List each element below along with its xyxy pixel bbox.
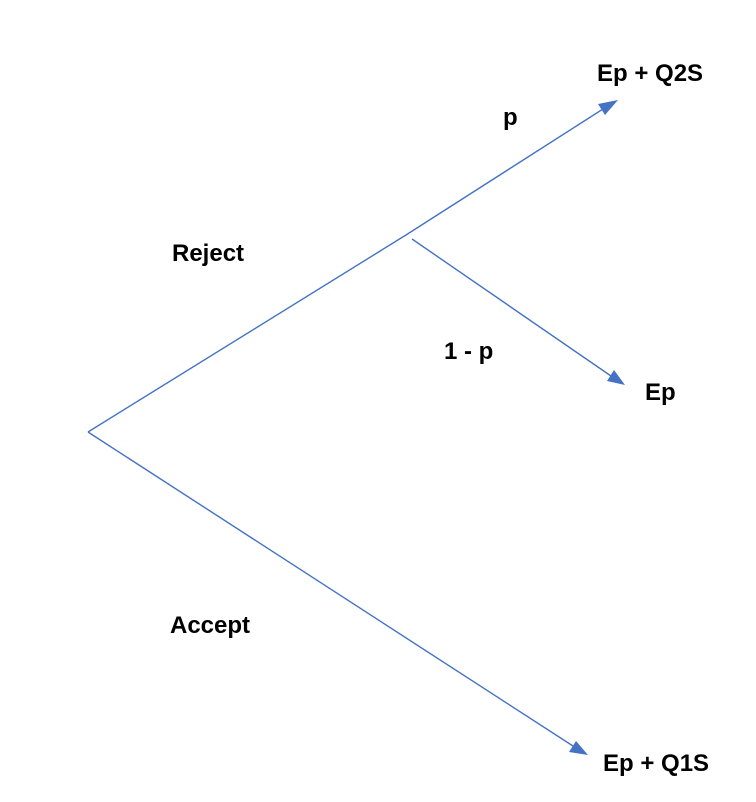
- branch-label-one-minus-p: 1 - p: [444, 338, 494, 365]
- edge-accept: [87, 431, 574, 747]
- branch-label-p: p: [503, 104, 518, 131]
- arrowhead-one-minus-p: [607, 370, 625, 385]
- arrowhead-p: [598, 100, 618, 115]
- branch-label-reject: Reject: [172, 240, 245, 267]
- branch-label-accept: Accept: [170, 612, 251, 639]
- outcome-label-reject-p: Ep + Q2S: [597, 60, 704, 87]
- edge-one-minus-p: [411, 238, 612, 377]
- outcome-label-accept: Ep + Q1S: [603, 750, 710, 777]
- outcome-label-reject-one-minus-p: Ep: [645, 379, 676, 406]
- edge-reject: [87, 234, 407, 433]
- arrowhead-accept: [569, 741, 588, 755]
- edge-p: [405, 108, 604, 236]
